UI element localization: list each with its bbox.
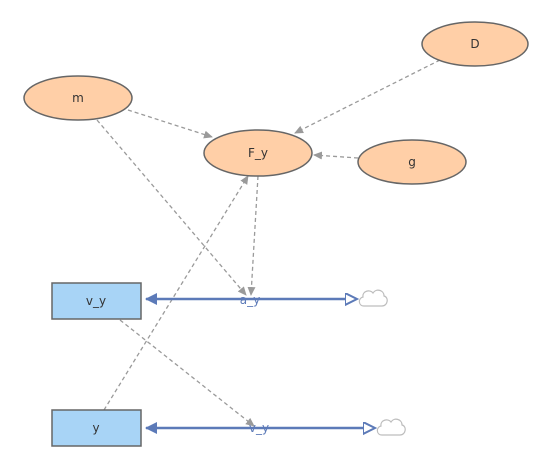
cloud-icon [376,418,406,436]
link-v_y-to-v_y-flow [119,319,255,427]
flow-label-a_y[interactable]: a_y [240,293,260,307]
aux-label-g: g [408,155,416,169]
stock-node-y[interactable]: y [51,409,142,447]
link-m-to-a_y [96,119,247,296]
link-y-to-F_y [103,175,249,411]
influence-links [96,59,441,427]
aux-label-D: D [470,37,479,51]
cloud-v_y [376,418,406,436]
flow-pipes [146,299,374,428]
cloud-icon [358,289,388,307]
link-g-to-F_y [313,151,359,160]
stock-node-v_y[interactable]: v_y [51,282,142,320]
aux-node-m[interactable]: m [23,75,133,121]
aux-node-F_y[interactable]: F_y [203,129,313,177]
aux-label-m: m [72,91,84,105]
aux-node-D[interactable]: D [421,21,529,67]
stock-label-v_y: v_y [86,294,106,308]
aux-label-F_y: F_y [248,146,268,160]
flow-label-v_y[interactable]: v_y [249,421,269,435]
link-m-to-F_y [127,109,213,139]
stock-label-y: y [92,421,99,435]
cloud-a_y [358,289,388,307]
link-D-to-F_y [294,59,441,134]
aux-node-g[interactable]: g [357,139,467,185]
link-F_y-to-a_y [247,175,259,296]
